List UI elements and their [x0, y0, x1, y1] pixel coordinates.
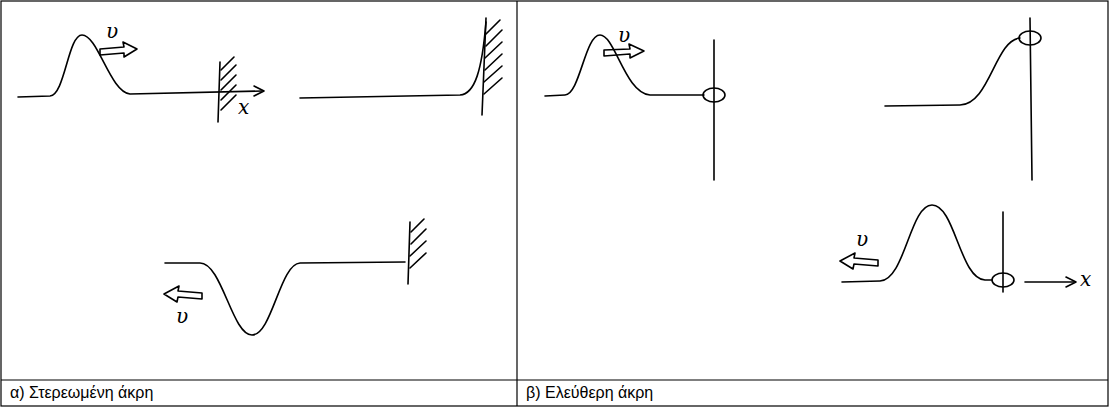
velocity-arrow [164, 286, 202, 302]
velocity-arrow [604, 44, 644, 58]
fixed-wall [482, 18, 486, 115]
velocity-label: υ [856, 228, 868, 250]
axis-line [1025, 281, 1074, 283]
wall-hatching [410, 219, 426, 268]
table-caption: α) Στερεωμένη άκρη [10, 384, 153, 402]
wall-hatching [484, 20, 502, 94]
velocity-arrow [840, 253, 878, 269]
velocity-label: υ [176, 305, 188, 327]
fixed-wall [218, 62, 220, 122]
velocity-label: υ [618, 24, 630, 46]
table-divider [516, 1, 517, 406]
free-end-ring [992, 273, 1014, 287]
fixed-wall [408, 222, 410, 284]
free-end-ring [1019, 31, 1041, 45]
free-end-rod [713, 40, 715, 180]
axis-arrowhead [1066, 277, 1076, 287]
wall-hatching [221, 57, 236, 110]
axis-label: x [238, 96, 249, 118]
wave-pulse [300, 22, 486, 98]
axis-label: x [1080, 268, 1091, 290]
wave-pulse [842, 205, 992, 282]
free-end-rod [1002, 212, 1004, 292]
velocity-label: υ [106, 20, 118, 42]
wave-pulse [885, 38, 1020, 106]
free-end-rod [1030, 18, 1032, 180]
axis-arrowhead [254, 86, 264, 96]
table-caption: β) Ελεύθερη άκρη [526, 384, 653, 402]
velocity-arrow [100, 42, 137, 57]
wave-pulse [165, 262, 405, 335]
table-divider [1, 379, 1108, 380]
free-end-ring [703, 88, 725, 102]
